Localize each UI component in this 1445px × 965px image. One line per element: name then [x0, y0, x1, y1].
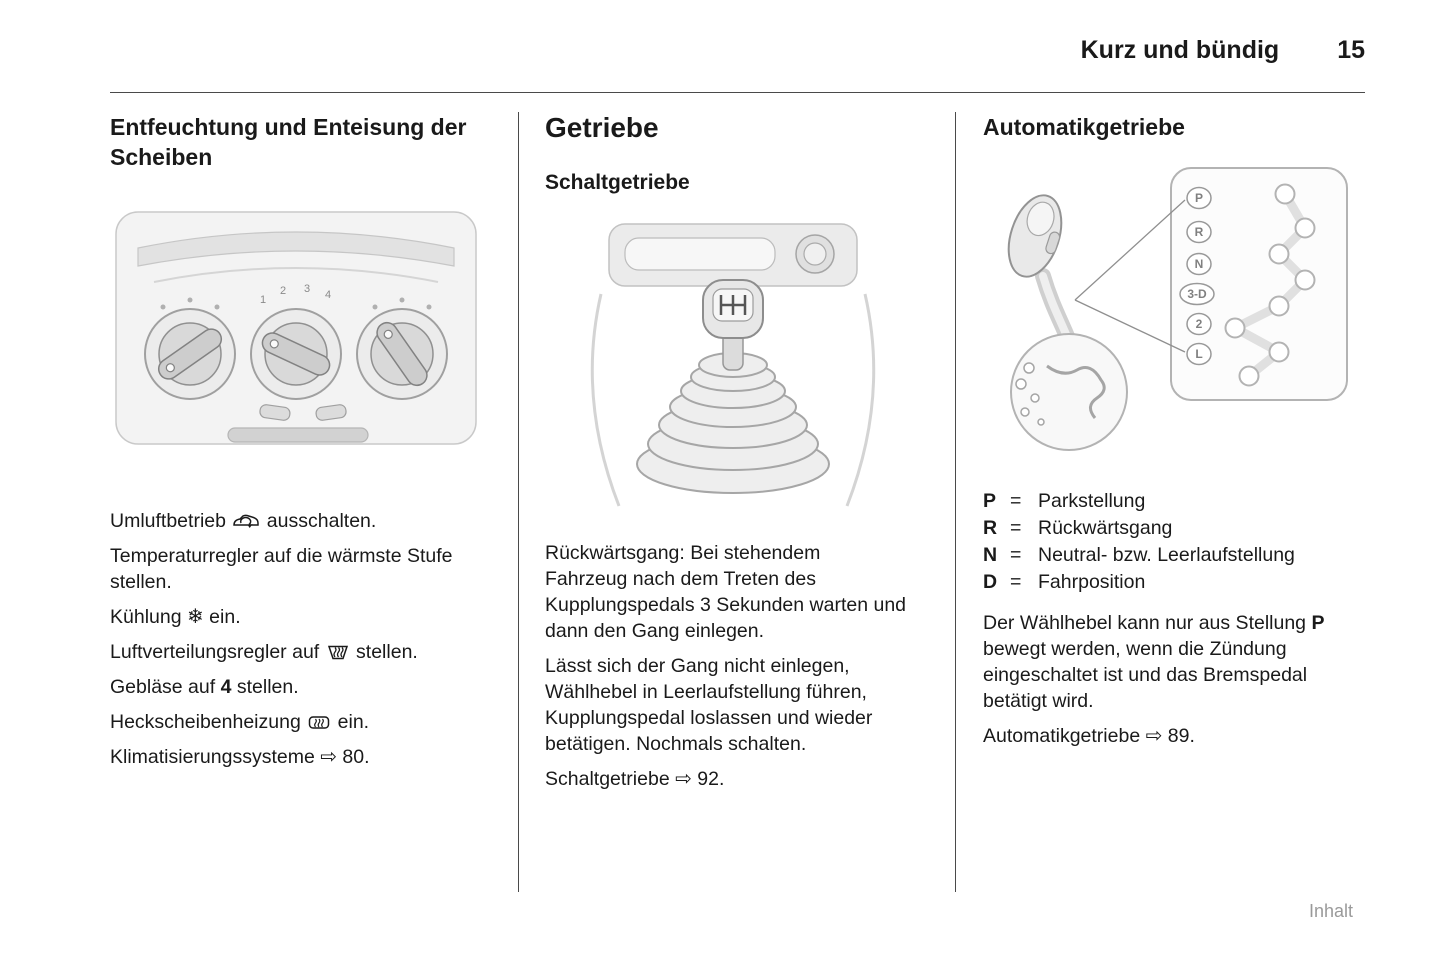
paragraph-text: Der Wählhebel kann nur aus Stellung	[983, 612, 1312, 634]
position-label-p: P	[1195, 191, 1203, 205]
fan-speed-4-label: 4	[325, 289, 331, 301]
manual-gear-lever-figure	[590, 223, 876, 507]
instruction-text: Kühlung	[110, 606, 187, 628]
automatic-selector-figure: P R N 3-D 2 L	[1007, 167, 1348, 451]
fan-speed-1-label: 1	[260, 294, 266, 306]
instruction-air-distribution: Luftverteilungsregler auf stellen.	[110, 639, 470, 665]
instruction-text: Temperaturregler auf die wärmste Stufe s…	[110, 545, 453, 593]
air-distribution-knob	[356, 297, 448, 400]
automatic-text: Der Wählhebel kann nur aus Stellung P be…	[983, 610, 1345, 749]
position-label-n: N	[1195, 257, 1204, 271]
fan-level-value: 4	[220, 676, 232, 698]
reference-text: Schaltgetriebe	[545, 768, 676, 790]
automatic-gearbox-reference: Automatikgetriebe ⇨ 89.	[983, 723, 1345, 749]
instruction-recirculation: Umluftbetrieb ausschalten.	[110, 508, 470, 534]
position-label-3d: 3-D	[1187, 287, 1207, 301]
legend-key: D	[983, 571, 998, 593]
instruction-text: ein.	[203, 606, 241, 628]
air-recirculation-icon	[233, 514, 260, 528]
column-divider	[518, 112, 519, 892]
instruction-text: ausschalten.	[261, 510, 377, 532]
manual-gearbox-reference: Schaltgetriebe ⇨ 92.	[545, 766, 907, 792]
manual-gearbox-text: Rückwärtsgang: Bei stehendem Fahrzeug na…	[545, 540, 907, 792]
instruction-text: 80.	[337, 746, 370, 768]
reference-text: 92.	[691, 768, 725, 790]
climate-control-figure: 1 2 3 4	[115, 211, 477, 445]
gear-knob	[702, 279, 764, 339]
legend-row-d: D = Fahrposition	[983, 569, 1365, 596]
legend-equals: =	[1010, 571, 1022, 593]
position-label-r: R	[1195, 225, 1204, 239]
rear-window-heating-icon	[308, 716, 330, 729]
legend-value: Neutral- bzw. Leerlaufstellung	[1038, 544, 1295, 566]
instruction-text: Klimatisierungssysteme	[110, 746, 321, 768]
column-defrost: Entfeuchtung und Enteisung der Scheiben …	[110, 112, 492, 779]
instruction-rear-window: Heckscheibenheizung ein.	[110, 709, 470, 735]
fan-speed-3-label: 3	[304, 283, 310, 295]
instruction-climate-reference: Klimatisierungssysteme ⇨ 80.	[110, 744, 470, 770]
legend-value: Parkstellung	[1038, 490, 1146, 512]
gear-boot	[636, 352, 830, 494]
column-gearbox: Getriebe Schaltgetriebe Rückwärtsgang: B…	[545, 112, 933, 801]
defrost-heading: Entfeuchtung und Enteisung der Scheiben	[110, 114, 467, 170]
windscreen-defrost-icon	[327, 645, 348, 660]
page-reference-arrow-icon: ⇨	[320, 746, 337, 768]
legend-equals: =	[1010, 517, 1022, 539]
selector-gate	[1224, 183, 1316, 387]
automatic-heading: Automatikgetriebe	[983, 114, 1185, 140]
legend-value: Rückwärtsgang	[1038, 517, 1173, 539]
selector-position-labels: P R N 3-D 2 L	[1179, 186, 1215, 366]
section-title: Kurz und bündig	[1080, 36, 1280, 64]
reverse-gear-paragraph: Rückwärtsgang: Bei stehendem Fahrzeug na…	[545, 542, 907, 642]
legend-row-p: P = Parkstellung	[983, 488, 1365, 515]
instruction-text: Heckscheibenheizung	[110, 711, 307, 733]
reference-text: Automatikgetriebe	[983, 725, 1146, 747]
instruction-text: stellen.	[231, 676, 299, 698]
instruction-text: Gebläse auf	[110, 676, 221, 698]
temperature-knob	[144, 297, 236, 400]
selector-lever	[1007, 194, 1128, 451]
column-divider	[955, 112, 956, 892]
instruction-text: ein.	[332, 711, 370, 733]
fan-speed-2-label: 2	[280, 285, 286, 297]
position-p-bold: P	[1311, 612, 1325, 634]
manual-gearbox-subheading: Schaltgetriebe	[545, 171, 690, 194]
legend-equals: =	[1010, 544, 1022, 566]
defrost-instructions: Umluftbetrieb ausschalten. Temperaturreg…	[110, 508, 470, 770]
selector-legend: P = Parkstellung R = Rückwärtsgang N = N…	[983, 488, 1365, 596]
legend-equals: =	[1010, 490, 1022, 512]
position-label-2: 2	[1196, 317, 1203, 331]
legend-row-r: R = Rückwärtsgang	[983, 515, 1365, 542]
gear-engage-paragraph: Lässt sich der Gang nicht einlegen, Wähl…	[545, 655, 873, 755]
gearbox-heading: Getriebe	[545, 112, 659, 143]
instruction-text: Luftverteilungsregler auf	[110, 641, 325, 663]
column-automatic: Automatikgetriebe	[983, 112, 1365, 758]
instruction-fan: Gebläse auf 4 stellen.	[110, 674, 470, 700]
header-rule	[110, 92, 1365, 93]
legend-key: R	[983, 517, 998, 539]
instruction-temperature: Temperaturregler auf die wärmste Stufe s…	[110, 543, 470, 595]
legend-key: N	[983, 544, 998, 566]
paragraph-text: bewegt werden, wenn die Zündung eingesch…	[983, 638, 1308, 712]
page-reference-arrow-icon: ⇨	[1145, 725, 1163, 747]
page-reference-arrow-icon: ⇨	[675, 768, 692, 790]
legend-row-n: N = Neutral- bzw. Leerlaufstellung	[983, 542, 1365, 569]
instruction-text: Umluftbetrieb	[110, 510, 232, 532]
reference-text: 89.	[1162, 725, 1195, 747]
selector-lock-paragraph: Der Wählhebel kann nur aus Stellung P be…	[983, 610, 1345, 714]
legend-key: P	[983, 490, 997, 512]
fan-knob: 1 2 3 4	[250, 283, 347, 421]
inhalt-link[interactable]: Inhalt	[1308, 901, 1353, 921]
position-label-l: L	[1195, 347, 1202, 361]
shift-pattern-glyph	[719, 295, 747, 315]
cooling-icon: ❄	[186, 606, 204, 628]
legend-value: Fahrposition	[1038, 571, 1146, 593]
page-header: Kurz und bündig 15	[1081, 36, 1365, 65]
instruction-text: stellen.	[350, 641, 418, 663]
page-number: 15	[1337, 36, 1365, 64]
callout-lines	[1074, 199, 1186, 353]
instruction-cooling: Kühlung ❄ ein.	[110, 604, 470, 630]
